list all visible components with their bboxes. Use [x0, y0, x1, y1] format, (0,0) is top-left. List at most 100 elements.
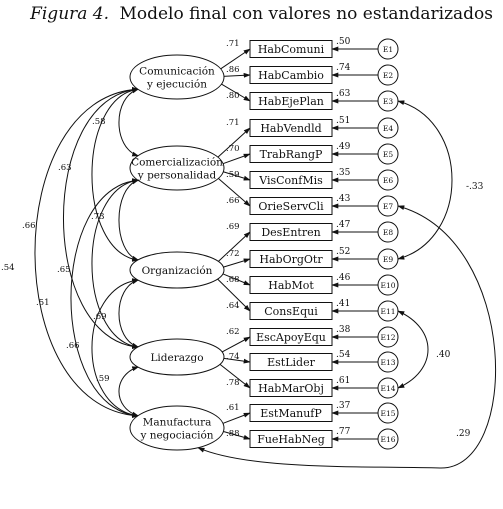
error-label-e11: E11 [380, 307, 395, 316]
indicator-label-estlider: EstLider [267, 356, 315, 369]
loading-path-escapoyequ [221, 336, 251, 353]
factor-label-f3: Organización [142, 265, 213, 277]
indicator-label-escapoyequ: EscApoyEqu [256, 331, 326, 344]
correlation-curve-f1f2 [118, 88, 140, 157]
r2-label-fuehabneg: .77 [336, 427, 351, 437]
loading-path-estmanufp [221, 412, 251, 425]
correlation-label-f2f5: .51 [36, 298, 50, 308]
r2-label-desentren: .47 [336, 220, 351, 230]
factor-label-f4: Liderazgo [150, 352, 203, 364]
error-covariance-label-e11e14: .40 [436, 350, 451, 360]
correlation-label-f1f3: .63 [58, 163, 72, 173]
loading-label-visconfmis: .59 [226, 170, 240, 180]
correlation-label-f3f4: .69 [93, 312, 107, 322]
loading-label-desentren: .69 [226, 222, 240, 232]
indicator-box-habmarobj [249, 379, 333, 397]
r2-label-trabrangp: .49 [336, 142, 351, 152]
error-label-e6: E6 [383, 176, 393, 185]
correlation-label-f1f4: .66 [22, 221, 36, 231]
error-label-e9: E9 [383, 255, 393, 264]
correlation-curve-f4f5 [118, 366, 140, 417]
r2-label-estlider: .54 [336, 350, 351, 360]
figure-number: Figura 4. [29, 4, 109, 24]
loading-label-habcambio: .86 [226, 65, 240, 75]
indicator-box-habcomuni [249, 40, 333, 58]
error-circle-e5 [377, 143, 399, 165]
correlation-curve-f2f5 [70, 178, 140, 418]
error-label-e8: E8 [383, 228, 393, 237]
r2-label-habmarobj: .61 [336, 376, 350, 386]
indicator-label-habejeplan: HabEjePlan [258, 95, 324, 108]
loading-label-consequi: .64 [226, 301, 240, 311]
r2-label-escapoyequ: .38 [336, 325, 351, 335]
error-label-e7: E7 [383, 202, 393, 211]
indicator-box-orieservcli [249, 197, 333, 215]
indicator-box-habcambio [249, 66, 333, 84]
error-label-e4: E4 [383, 124, 393, 133]
indicator-box-habejeplan [249, 92, 333, 110]
figure-title: Figura 4. Modelo final con valores no es… [29, 4, 493, 24]
error-circle-e6 [377, 169, 399, 191]
error-label-e3: E3 [383, 97, 393, 106]
error-label-e5: E5 [383, 150, 393, 159]
factor-label-f1: y ejecución [146, 79, 207, 91]
error-circle-e9 [377, 248, 399, 270]
loading-label-estmanufp: .61 [226, 403, 240, 413]
correlation-curve-f3f4 [118, 279, 140, 348]
loading-label-habmot: .68 [226, 275, 240, 285]
indicator-label-desentren: DesEntren [261, 226, 320, 239]
error-label-e1: E1 [383, 45, 393, 54]
error-circle-e12 [377, 326, 399, 348]
indicator-label-estmanufp: EstManufP [260, 407, 322, 420]
error-circle-e1 [377, 38, 399, 60]
loading-label-habejeplan: .80 [226, 91, 240, 101]
correlation-curve-f3f5 [91, 278, 140, 418]
error-circle-e10 [377, 274, 399, 296]
factor-ellipse-f1 [129, 54, 225, 100]
factor-ellipse-f2 [129, 145, 225, 191]
error-circle-e15 [377, 402, 399, 424]
indicator-label-haborgotr: HabOrgOtr [259, 253, 323, 266]
error-label-e10: E10 [380, 281, 395, 290]
indicator-label-habmarobj: HabMarObj [258, 382, 324, 395]
error-circle-e3 [377, 90, 399, 112]
error-circle-e8 [377, 221, 399, 243]
correlation-label-f4f5: .59 [96, 374, 110, 384]
loading-label-estlider: .74 [226, 352, 240, 362]
correlation-label-f2f4: .65 [57, 265, 71, 275]
indicator-label-habvendld: HabVendld [260, 122, 321, 135]
correlation-curve-f1f3 [91, 87, 140, 262]
indicator-label-fuehabneg: FueHabNeg [257, 433, 325, 446]
error-label-e15: E15 [380, 409, 395, 418]
error-label-e14: E14 [380, 384, 395, 393]
r2-label-consequi: .41 [336, 299, 350, 309]
factor-ellipse-f4 [129, 338, 225, 376]
indicator-box-fuehabneg [249, 430, 333, 448]
correlation-label-f2f3: .73 [91, 212, 105, 222]
loading-path-trabrangp [222, 153, 251, 165]
correlation-label-f3f5: .66 [66, 341, 80, 351]
error-label-e16: E16 [380, 435, 395, 444]
r2-label-visconfmis: .35 [336, 168, 351, 178]
error-circle-e13 [377, 351, 399, 373]
r2-label-estmanufp: .37 [336, 401, 351, 411]
r2-label-habcomuni: .50 [336, 37, 351, 47]
indicator-label-visconfmis: VisConfMis [258, 174, 323, 187]
indicator-box-habmot [249, 276, 333, 294]
indicator-box-consequi [249, 302, 333, 320]
loading-label-escapoyequ: .62 [226, 327, 240, 337]
error-circle-e14 [377, 377, 399, 399]
r2-label-haborgotr: .52 [336, 247, 350, 257]
error-circle-e4 [377, 117, 399, 139]
correlation-curve-f1f4 [62, 87, 140, 350]
indicator-box-estlider [249, 353, 333, 371]
factor-label-f5: y negociación [139, 430, 213, 442]
error-circle-e16 [377, 428, 399, 450]
error-circle-e11 [377, 300, 399, 322]
svg-text:Figura 4. Modelo final c: Figura 4. Modelo final con valores no es… [29, 4, 493, 24]
indicator-label-consequi: ConsEqui [264, 305, 318, 318]
r2-label-habmot: .46 [336, 273, 351, 283]
indicator-label-habcomuni: HabComuni [258, 43, 325, 56]
error-covariance-e3e9 [397, 100, 453, 260]
